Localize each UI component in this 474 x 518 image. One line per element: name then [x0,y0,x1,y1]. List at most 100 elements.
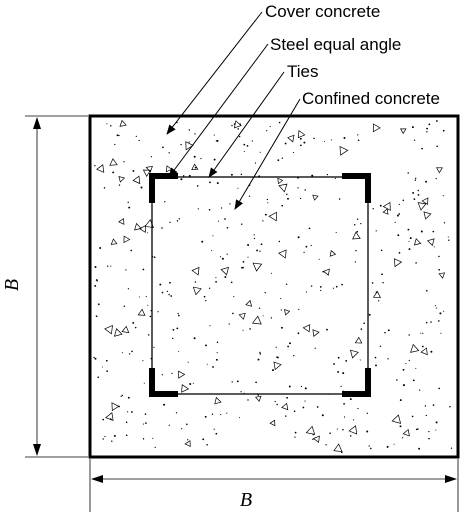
aggregate-dot [387,329,390,332]
aggregate-dot [337,356,340,359]
aggregate-dot [353,223,356,226]
aggregate-dot [257,394,259,396]
aggregate-dot [421,345,424,348]
aggregate-dot [425,289,428,292]
aggregate-dot [310,285,313,287]
aggregate-dot [224,218,226,220]
aggregate-dot [192,382,194,384]
aggregate-dot [231,381,233,383]
aggregate-dot [304,387,307,390]
aggregate-dot [99,247,102,249]
aggregate-dot [230,281,233,284]
aggregate-dot [212,366,214,368]
aggregate-triangle [339,146,349,156]
steel-angle-top-left [149,173,178,203]
aggregate-dot [302,406,305,409]
aggregate-dot [299,137,302,140]
aggregate-dot [262,220,264,222]
aggregate-dot [342,372,345,375]
aggregate-dot [145,422,147,424]
aggregate-dot [363,322,365,324]
aggregate-triangle [238,312,246,320]
aggregate-dot [450,447,453,449]
aggregate-dot [278,121,281,124]
aggregate-dot [188,129,190,131]
aggregate-dot [240,223,243,225]
aggregate-triangle [312,194,319,201]
aggregate-dot [132,169,135,172]
aggregate-dot [209,325,211,327]
aggregate-dot [408,334,410,336]
aggregate-dot [125,421,128,424]
aggregate-dot [299,197,302,200]
aggregate-dot [226,253,228,255]
aggregate-dot [193,337,196,340]
aggregate-dot [326,328,328,331]
aggregate-dot [303,251,305,254]
aggregate-dot [161,227,163,229]
aggregate-dot [420,332,422,334]
aggregate-dot [188,174,191,177]
aggregate-dot [153,256,156,259]
horizontal-dimension: B [89,459,459,512]
aggregate-dot [297,187,299,189]
aggregate-dot [254,162,257,164]
aggregate-dot [398,203,400,206]
aggregate-dot [298,308,300,310]
aggregate-dot [211,250,213,252]
aggregate-dot [215,277,217,279]
aggregate-dot [396,379,398,381]
aggregate-dot [248,195,251,197]
aggregate-dot [284,142,287,145]
aggregate-dot [355,250,357,252]
aggregate-dot [381,273,383,276]
aggregate-dot [349,435,352,437]
aggregate-dot [437,320,440,322]
aggregate-dot [203,295,206,298]
aggregate-dot [94,266,97,268]
aggregate-dot [276,356,278,358]
aggregate-dot [125,269,127,271]
aggregate-dot [127,201,129,204]
aggregate-dot [310,244,312,247]
aggregate-triangle [138,225,146,233]
aggregate-dot [131,350,133,353]
aggregate-dot [274,400,276,403]
aggregate-dot [448,239,450,241]
aggregate-dot [424,405,427,407]
aggregate-triangle [352,231,361,240]
aggregate-dot [343,416,346,418]
aggregate-dot [147,304,149,306]
aggregate-dot [237,128,239,130]
aggregate-triangle [312,329,320,337]
aggregate-triangle [278,249,287,259]
aggregate-dot [384,331,386,334]
aggregate-dot [447,236,449,238]
aggregate-triangle [137,308,146,316]
aggregate-dot [325,444,327,446]
aggregate-triangle [132,175,141,185]
aggregate-dot [313,137,315,140]
aggregate-triangle [305,425,316,435]
aggregate-dot [176,327,179,330]
aggregate-dot [171,372,173,375]
aggregate-dot [417,194,420,196]
aggregate-triangle [312,435,320,443]
aggregate-dot [229,203,231,205]
aggregate-triangle [96,164,105,173]
aggregate-dot [153,346,155,348]
aggregate-dot [275,346,277,348]
aggregate-dot [379,345,382,347]
aggregate-dot [197,208,199,210]
aggregate-triangle [297,129,306,139]
aggregate-dot [95,315,98,318]
aggregate-dot [297,236,300,239]
aggregate-dot [371,282,374,284]
aggregate-dot [107,265,109,267]
aggregate-triangle [268,211,277,222]
aggregate-dot [297,332,300,335]
aggregate-dot [120,395,122,397]
aggregate-dot [168,424,170,426]
aggregate-dot [415,262,417,264]
aggregate-dot [430,350,433,353]
